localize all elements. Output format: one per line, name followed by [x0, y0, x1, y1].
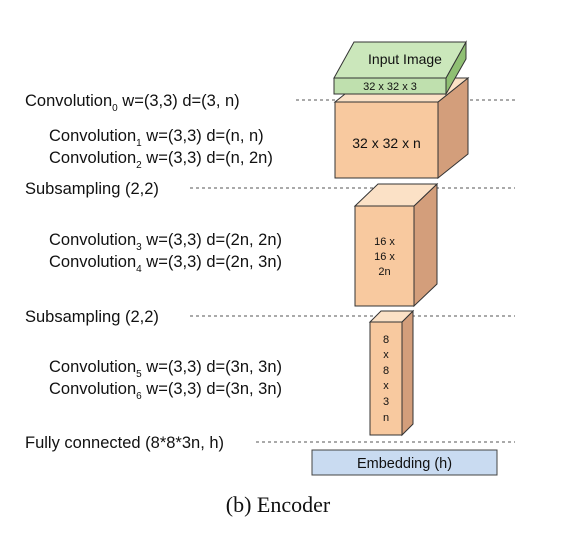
- layer-label-subsampling-1: Subsampling (2,2): [25, 180, 159, 198]
- block-16x16x2n: 16 x 16 x 2n: [353, 182, 439, 308]
- embedding-label: Embedding (h): [357, 456, 452, 472]
- figure-caption: (b) Encoder: [226, 492, 331, 517]
- input-image-title: Input Image: [368, 51, 442, 67]
- block-16x16x2n-line-3: 2n: [378, 266, 390, 278]
- block-8x8x3n-line-2: x: [383, 349, 389, 361]
- block-8x8x3n: 8 x 8 x 3 n: [368, 309, 415, 437]
- block-32x32xn-front: [334, 101, 439, 179]
- block-16x16x2n-front: [354, 205, 415, 307]
- layer-label-conv1: Convolution1 w=(3,3) d=(n, n): [49, 127, 264, 149]
- layer-label-conv3: Convolution3 w=(3,3) d=(2n, 2n): [49, 231, 282, 253]
- block-8x8x3n-side: [401, 309, 414, 437]
- layer-label-conv4: Convolution4 w=(3,3) d=(2n, 3n): [49, 253, 282, 275]
- block-8x8x3n-line-6: n: [383, 412, 389, 424]
- block-8x8x3n-front: [369, 321, 403, 436]
- layer-label-fully-connected: Fully connected (8*8*3n, h): [25, 434, 224, 452]
- block-8x8x3n-line-5: 3: [383, 396, 389, 408]
- input-image-slab: Input Image 32 x 32 x 3: [333, 40, 467, 96]
- block-8x8x3n-line-4: x: [383, 380, 389, 392]
- embedding-box: Embedding (h): [311, 449, 498, 476]
- block-8x8x3n-line-1: 8: [383, 334, 389, 346]
- layer-label-subsampling-2: Subsampling (2,2): [25, 308, 159, 326]
- input-image-front: [333, 77, 447, 95]
- block-16x16x2n-line-1: 16 x: [374, 236, 395, 248]
- embedding-rect: [311, 449, 498, 476]
- layer-label-conv5: Convolution5 w=(3,3) d=(3n, 3n): [49, 358, 282, 380]
- block-8x8x3n-line-3: 8: [383, 365, 389, 377]
- input-image-size: 32 x 32 x 3: [363, 81, 417, 93]
- block-16x16x2n-line-2: 16 x: [374, 251, 395, 263]
- layer-label-conv6: Convolution6 w=(3,3) d=(3n, 3n): [49, 380, 282, 402]
- block-32x32xn-label: 32 x 32 x n: [352, 135, 421, 151]
- layer-label-conv2: Convolution2 w=(3,3) d=(n, 2n): [49, 149, 273, 171]
- layer-label-conv0: Convolution0 w=(3,3) d=(3, n): [25, 92, 240, 114]
